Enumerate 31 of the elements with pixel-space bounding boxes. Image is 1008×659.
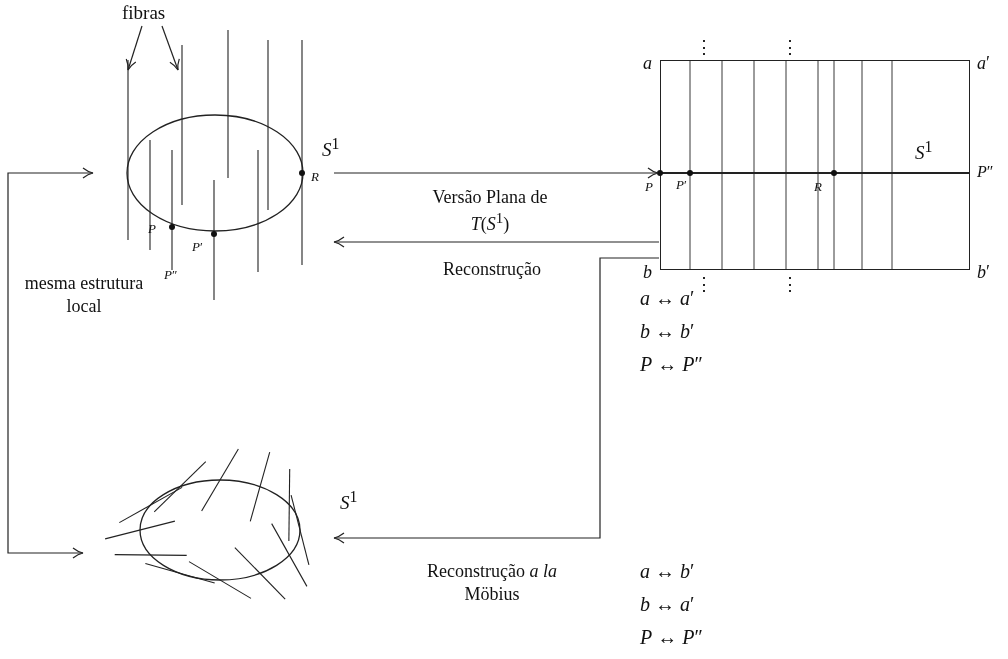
identification-rule: b ↔ a′ <box>640 593 695 615</box>
fiber-caption: fibras <box>122 2 192 26</box>
identification-rule: a ↔ a′ <box>640 287 695 309</box>
ellipsis-mark: ⋮ <box>781 275 799 295</box>
edge-label: Reconstrução <box>442 258 542 281</box>
edge-label: Reconstrução a la Möbius <box>426 560 558 607</box>
edge-label: mesma estrutura local <box>23 272 145 319</box>
corner-label: a <box>643 54 652 74</box>
identification-rule: P ↔ P″ <box>640 626 703 648</box>
curve-label: S$^{1}$ <box>915 138 933 165</box>
ellipsis-mark: ⋮ <box>695 38 713 58</box>
identification-rule: a ↔ b′ <box>640 560 695 582</box>
point-label: P <box>645 180 653 195</box>
curve-label: S$^{1}$ <box>340 488 358 515</box>
corner-label: b′ <box>977 263 990 283</box>
identification-rule: b ↔ b′ <box>640 320 695 342</box>
point-label: P′ <box>192 240 203 255</box>
identification-rule: P ↔ P″ <box>640 353 703 375</box>
curve-label: S$^{1}$ <box>322 135 340 162</box>
corner-label: b <box>643 263 652 283</box>
ellipsis-mark: ⋮ <box>695 275 713 295</box>
point-label: P″ <box>977 163 994 181</box>
point-label: R <box>311 170 319 185</box>
edge-label: Versão Plana de T(S$^{1}$) <box>431 186 549 237</box>
point-label: R <box>814 180 822 195</box>
point-label: P″ <box>164 268 178 283</box>
ellipsis-mark: ⋮ <box>781 38 799 58</box>
point-label: P <box>148 222 156 237</box>
corner-label: a′ <box>977 54 990 74</box>
flat-strip-drawing <box>660 60 970 270</box>
point-label: P′ <box>676 178 687 193</box>
